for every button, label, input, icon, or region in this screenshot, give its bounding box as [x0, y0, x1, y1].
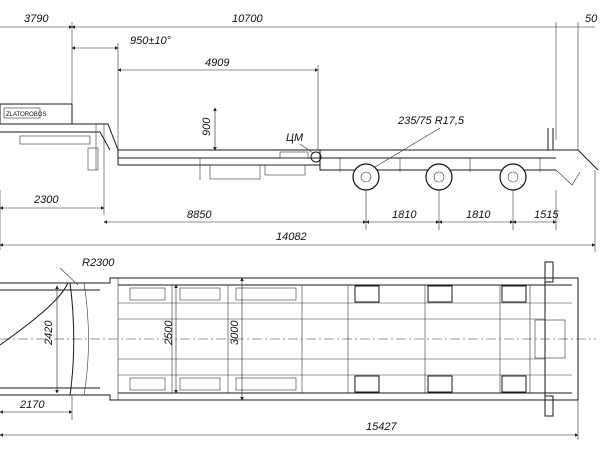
- dim-8850: 8850: [187, 209, 212, 221]
- dim-2300: 2300: [33, 194, 59, 206]
- dim-2500: 2500: [163, 320, 175, 346]
- dim-14082: 14082: [276, 231, 307, 243]
- brand-plate: ZLATOROBOS: [6, 112, 46, 118]
- dim-2420: 2420: [43, 320, 55, 346]
- dim-10700: 10700: [232, 13, 263, 25]
- label-cm: ЦМ: [286, 132, 304, 144]
- top-view: R2300: [0, 257, 596, 440]
- dim-1810-a: 1810: [392, 209, 417, 221]
- side-view: 3790 10700 50 950±10° 4909 ZLATOROBOS: [0, 13, 599, 252]
- tire-label: 235/75 R17,5: [397, 115, 465, 127]
- dim-2170: 2170: [19, 399, 45, 411]
- wheels: 235/75 R17,5: [352, 115, 527, 191]
- dim-3000: 3000: [229, 320, 241, 345]
- dim-50: 50: [585, 13, 598, 25]
- dim-4909: 4909: [205, 57, 229, 69]
- dim-1810-b: 1810: [466, 209, 491, 221]
- wheel-groups: [129, 261, 566, 417]
- top-dimensions: 3790 10700 50 950±10° 4909: [0, 13, 598, 150]
- cross-members: [117, 278, 546, 400]
- dim-3790: 3790: [24, 13, 49, 25]
- dim-1515: 1515: [534, 209, 559, 221]
- dim-950: 950±10°: [130, 35, 172, 47]
- platform-deck: ЦМ 900: [118, 107, 599, 186]
- dim-15427: 15427: [366, 421, 397, 433]
- dim-r2300: R2300: [82, 257, 115, 269]
- lower-dimensions: 2300 8850 1810 1810 1515 14082: [0, 170, 596, 252]
- gooseneck: ZLATOROBOS: [0, 103, 119, 171]
- dim-900: 900: [201, 117, 213, 136]
- top-dimensions-lower: 2420 2500 3000 2170 15427: [0, 277, 579, 440]
